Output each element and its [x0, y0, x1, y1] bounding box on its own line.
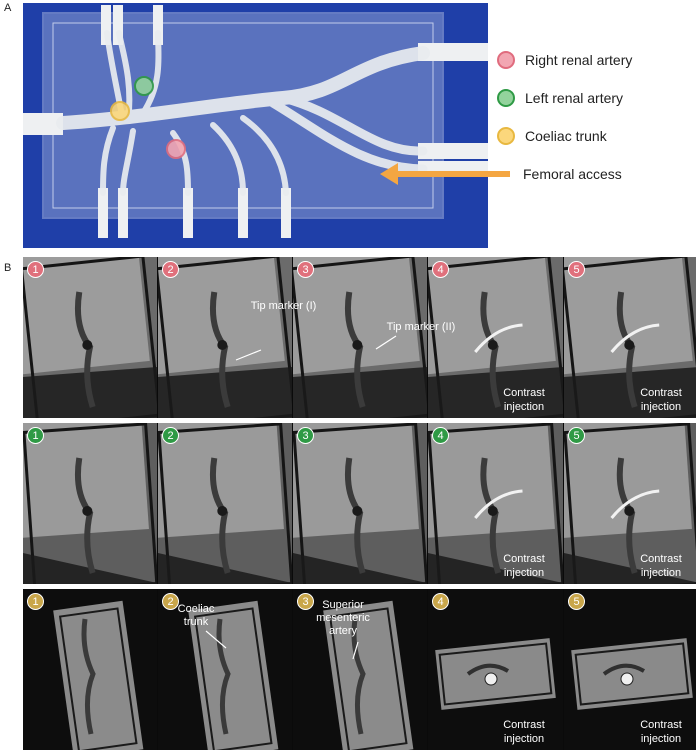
- vessel-annotation: Coeliac trunk: [177, 603, 215, 628]
- frame-number-badge: 4: [432, 427, 449, 444]
- green-circle-icon: [497, 89, 515, 107]
- frame-number-badge: 2: [162, 593, 179, 610]
- legend-label: Right renal artery: [525, 52, 633, 68]
- contrast-injection-label: Contrast injection: [503, 387, 545, 413]
- contrast-injection-label: Contrast injection: [640, 553, 682, 579]
- frame-number-badge: 3: [297, 261, 314, 278]
- fluoroscopy-frame: 2: [158, 423, 292, 584]
- frame-number-badge: 5: [568, 427, 585, 444]
- annotation-arrow-icon: [352, 641, 359, 660]
- frame-number-badge: 1: [27, 261, 44, 278]
- legend-label: Left renal artery: [525, 90, 624, 106]
- fluoroscopy-frame: 3: [293, 423, 427, 584]
- fluoroscopy-image: [293, 589, 427, 750]
- vessel-annotation: Tip marker (I): [250, 300, 317, 312]
- frame-number-badge: 4: [432, 261, 449, 278]
- fluoroscopy-frame: 2: [158, 257, 292, 418]
- legend-right-renal: Right renal artery: [497, 49, 632, 71]
- fluoroscopy-frame: 2: [158, 589, 292, 750]
- vessel-annotation: Tip marker (II): [386, 321, 456, 333]
- fluoroscopy-frame: 1: [23, 589, 157, 750]
- contrast-injection-label: Contrast injection: [640, 719, 682, 745]
- fluoroscopy-image: [428, 423, 563, 584]
- fluoroscopy-image: [293, 423, 427, 584]
- fluoroscopy-frame: 1: [23, 423, 157, 584]
- legend-label: Coeliac trunk: [525, 128, 607, 144]
- frame-number-badge: 3: [297, 593, 314, 610]
- annotation-arrow-icon: [205, 630, 227, 649]
- contrast-injection-label: Contrast injection: [503, 719, 545, 745]
- frame-number-badge: 1: [27, 593, 44, 610]
- frame-number-badge: 1: [27, 427, 44, 444]
- fluoroscopy-image: [564, 589, 696, 750]
- pink-circle-icon: [497, 51, 515, 69]
- fluoroscopy-image: [158, 589, 292, 750]
- arrow-left-icon: [380, 163, 510, 185]
- fluoroscopy-image: [23, 423, 157, 584]
- frame-number-badge: 4: [432, 593, 449, 610]
- annotation-arrow-icon: [375, 335, 397, 350]
- yellow-circle-icon: [497, 127, 515, 145]
- frame-number-badge: 5: [568, 261, 585, 278]
- fluoroscopy-image: [158, 257, 292, 418]
- fluoroscopy-frame: 1: [23, 257, 157, 418]
- fluoroscopy-frame: 3: [293, 589, 427, 750]
- femoral-access-label: Femoral access: [523, 166, 622, 182]
- fluoroscopy-image: [158, 423, 292, 584]
- fluoroscopy-image: [23, 257, 157, 418]
- contrast-injection-label: Contrast injection: [640, 387, 682, 413]
- fluoroscopy-frame: 3: [293, 257, 427, 418]
- contrast-injection-label: Contrast injection: [503, 553, 545, 579]
- fluoroscopy-image: [428, 589, 563, 750]
- legend-left-renal: Left renal artery: [497, 87, 623, 109]
- frame-number-badge: 3: [297, 427, 314, 444]
- panel-b-letter: B: [4, 262, 12, 274]
- legend-coeliac: Coeliac trunk: [497, 125, 607, 147]
- frame-number-badge: 2: [162, 427, 179, 444]
- frame-number-badge: 2: [162, 261, 179, 278]
- annotation-arrow-icon: [235, 349, 262, 361]
- frame-number-badge: 5: [568, 593, 585, 610]
- panel-a-letter: A: [4, 2, 12, 14]
- vessel-annotation: Superior mesenteric artery: [316, 599, 370, 637]
- phantom-photo: [23, 3, 488, 248]
- fluoroscopy-image: [23, 589, 157, 750]
